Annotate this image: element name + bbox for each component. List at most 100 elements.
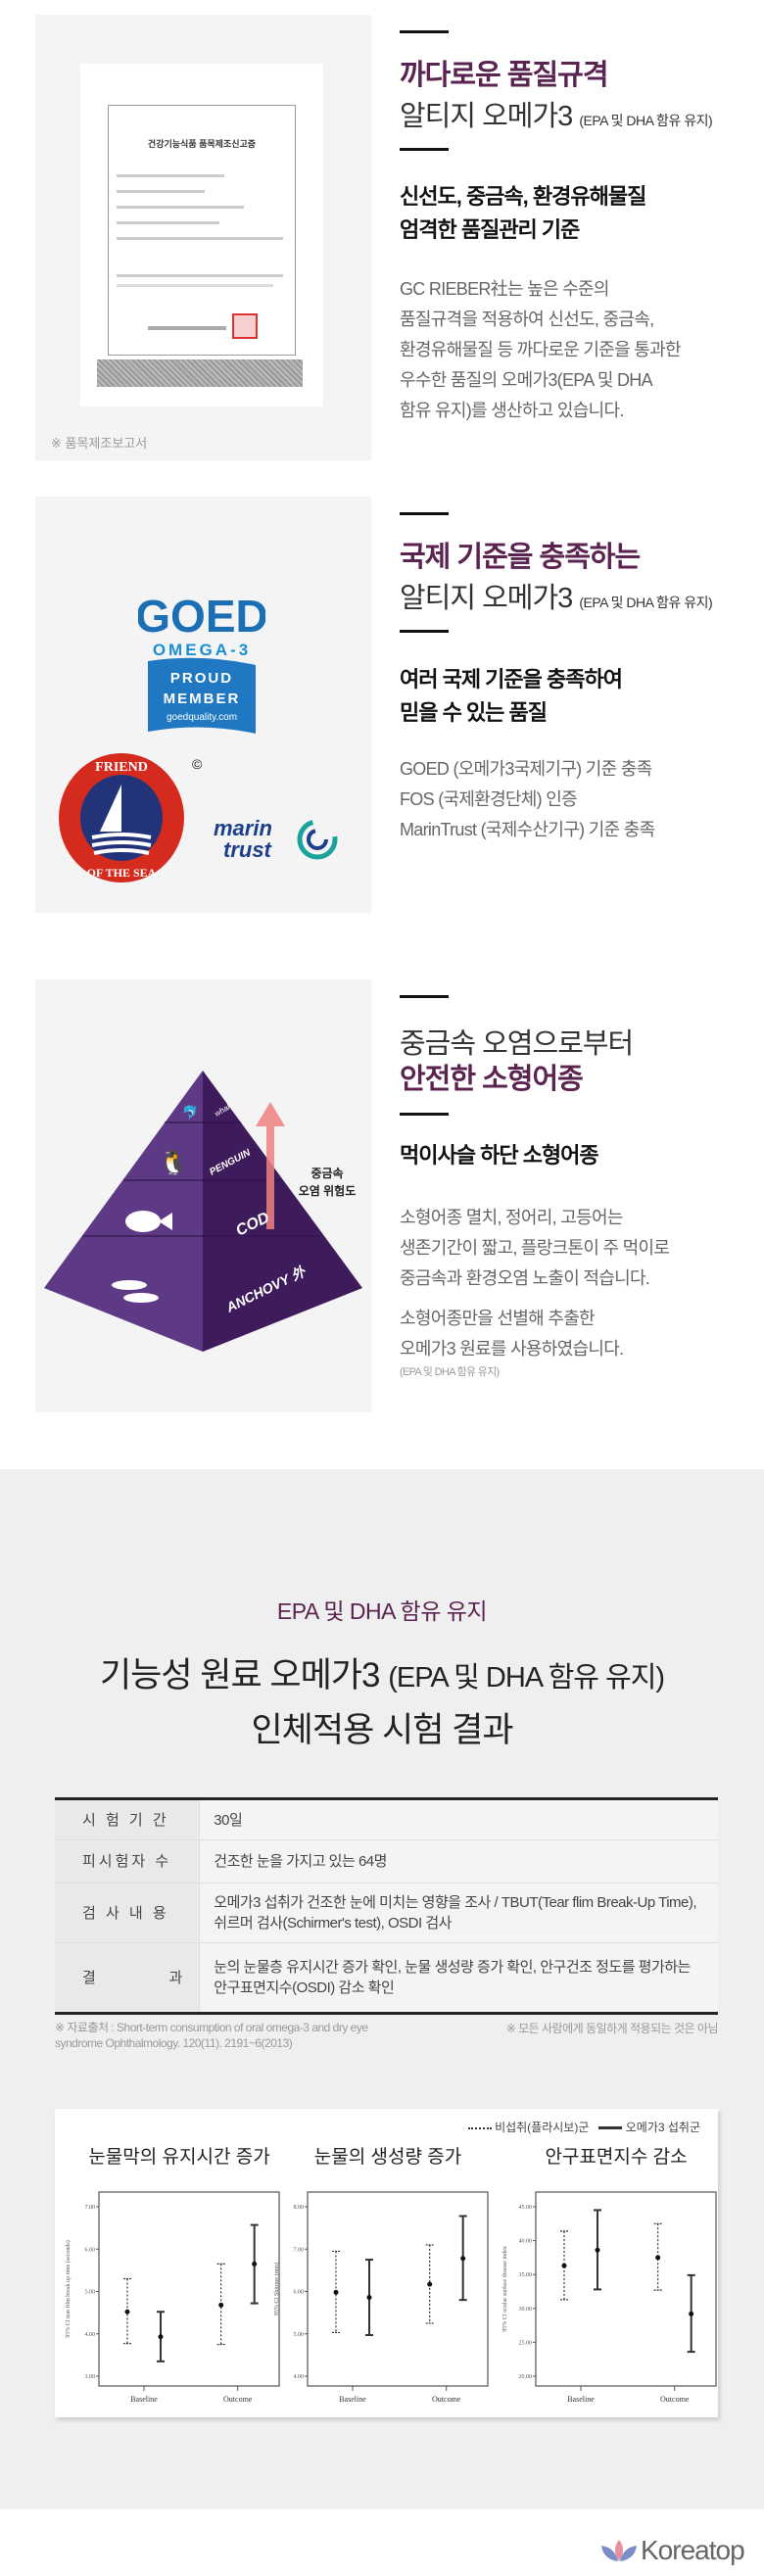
goed-flag bbox=[148, 657, 256, 734]
y-tick-label: 8.00 bbox=[294, 2205, 305, 2211]
fish-icon bbox=[125, 1211, 161, 1232]
certificate-frame: 건강기능식품 품목제조신고증 bbox=[108, 105, 296, 356]
pyramid-left-face bbox=[44, 1071, 203, 1352]
chart-title: 눈물의 생성량 증가 bbox=[314, 2146, 461, 2168]
certificate-title: 건강기능식품 품목제조신고증 bbox=[147, 139, 257, 149]
anchovy-icon bbox=[112, 1280, 147, 1290]
body-line: 환경유해물질 등 까다로운 기준을 통과한 bbox=[400, 340, 682, 359]
heading-line: 여러 국제 기준을 충족하여 bbox=[400, 667, 623, 692]
body-note: (EPA 및 DHA 함유 유지) bbox=[400, 1366, 500, 1378]
section3-body: 소형어종 멸치, 정어리, 고등어는 생존기간이 짧고, 플랑크톤이 주 먹이로… bbox=[400, 1203, 670, 1380]
y-tick-label: 5.00 bbox=[85, 2290, 96, 2296]
body-line: 품질규격을 적용하여 신선도, 중금속, bbox=[400, 310, 654, 329]
doc-line bbox=[117, 221, 219, 224]
mean-point bbox=[333, 2289, 339, 2295]
heading-line: 신선도, 중금속, 환경유해물질 bbox=[400, 184, 646, 209]
body-line: 소형어종 멸치, 정어리, 고등어는 bbox=[400, 1208, 623, 1227]
divider bbox=[400, 30, 449, 33]
trial-title-text: 기능성 원료 오메가3 bbox=[99, 1656, 381, 1694]
divider bbox=[400, 512, 449, 515]
goed-flag-text: goedquality.com bbox=[167, 712, 237, 723]
x-tick-label: Outcome bbox=[223, 2395, 253, 2404]
disclaimer-note: ※ 모든 사람에게 동일하게 적용되는 것은 아님 bbox=[505, 2022, 719, 2035]
row-value: 눈의 눈물층 유지시간 증가 확인, 눈물 생성량 증가 확인, 안구건조 정도… bbox=[199, 1942, 718, 2014]
mean-point bbox=[158, 2334, 164, 2340]
doc-line bbox=[117, 190, 205, 193]
body-line: MarinTrust (국제수산기구) 기준 충족 bbox=[400, 820, 655, 839]
legend-dotted-swatch bbox=[467, 2126, 492, 2129]
y-tick-label: 6.00 bbox=[85, 2247, 96, 2253]
plot-frame bbox=[535, 2191, 717, 2387]
goed-logo-text: GOED bbox=[138, 591, 265, 642]
plot-frame bbox=[307, 2191, 489, 2387]
x-tick-label: Baseline bbox=[339, 2395, 366, 2404]
section2-title: 알티지 오메가3 (EPA 및 DHA 함유 유지) bbox=[400, 575, 713, 616]
trial-title-suffix: (EPA 및 DHA 함유 유지) bbox=[388, 1662, 665, 1693]
section2-title-accent: 국제 기준을 충족하는 bbox=[400, 542, 641, 573]
chart-title: 안구표면지수 감소 bbox=[545, 2146, 687, 2168]
y-tick-label: 25.00 bbox=[519, 2340, 533, 2346]
y-tick-label: 5.00 bbox=[294, 2332, 305, 2338]
x-tick-label: Baseline bbox=[567, 2395, 595, 2404]
doc-issuer bbox=[148, 326, 226, 330]
legend-omega3: 오메가3 섭취군 bbox=[625, 2121, 700, 2134]
section1-title: 알티지 오메가3 (EPA 및 DHA 함유 유지) bbox=[400, 93, 713, 134]
source-note: ※ 자료출처 : Short-term consumption of oral … bbox=[55, 2021, 368, 2050]
row-label: 결 과 bbox=[55, 1942, 201, 2014]
goed-logo: GOED OMEGA-3 PROUD MEMBER goedquality.co… bbox=[138, 591, 265, 734]
chart-title: 눈물막의 유지시간 증가 bbox=[88, 2146, 269, 2168]
trial-subtitle: EPA 및 DHA 함유 유지 bbox=[276, 1598, 488, 1624]
fos-bottom-text: OF THE SEA bbox=[87, 866, 157, 880]
goed-omega-text: OMEGA-3 bbox=[153, 641, 251, 659]
x-tick-label: Baseline bbox=[130, 2395, 158, 2404]
food-chain-panel: 중금속 오염 위험도 🐬 whale 🐧 PENGUIN COD ANCHOVY… bbox=[35, 979, 371, 1412]
chart-legend: 비섭취(플라시보)군 오메가3 섭취군 bbox=[467, 2119, 700, 2135]
certificate-caption: ※ 품목제조보고서 bbox=[51, 436, 148, 451]
row-label: 검 사 내 용 bbox=[55, 1883, 201, 1943]
divider bbox=[400, 148, 449, 151]
pyramid-right-face bbox=[203, 1071, 362, 1352]
marintrust-text: marin bbox=[214, 816, 272, 840]
fos-top-text: FRIEND bbox=[95, 760, 148, 775]
row-value: 오메가3 섭취가 건조한 눈에 미치는 영향을 조사 / TBUT(Tear f… bbox=[199, 1883, 718, 1943]
row-value: 30일 bbox=[199, 1798, 718, 1840]
section1-title-accent: 까다로운 품질규격 bbox=[400, 60, 608, 91]
doc-line bbox=[117, 284, 273, 287]
heading-line: 엄격한 품질관리 기준 bbox=[400, 217, 580, 242]
section1-body: GC RIEBER社는 높은 수준의 품질규격을 적용하여 신선도, 중금속, … bbox=[400, 274, 682, 426]
x-tick-label: Outcome bbox=[432, 2395, 461, 2404]
y-tick-label: 4.00 bbox=[85, 2332, 96, 2338]
row-value: 건조한 눈을 가지고 있는 64명 bbox=[199, 1839, 718, 1884]
divider bbox=[400, 630, 449, 633]
divider bbox=[400, 995, 449, 998]
arrow-label: 중금속 bbox=[310, 1167, 343, 1180]
mean-point bbox=[427, 2281, 433, 2287]
y-tick-label: 20.00 bbox=[519, 2374, 533, 2380]
body-line: 소형어종만을 선별해 추출한 bbox=[400, 1309, 596, 1328]
body-line: 중금속과 환경오염 노출이 적습니다. bbox=[400, 1268, 650, 1288]
doc-line bbox=[117, 174, 224, 177]
koreatop-logo: Koreatop bbox=[597, 2535, 745, 2566]
marintrust-text: trust bbox=[223, 837, 273, 862]
copyright-icon: © bbox=[192, 756, 203, 772]
y-tick-label: 40.00 bbox=[519, 2239, 533, 2245]
y-tick-label: 6.00 bbox=[294, 2290, 305, 2296]
y-axis-label: 95% CI tear film break up time (seconds) bbox=[65, 2240, 72, 2337]
y-tick-label: 30.00 bbox=[519, 2307, 533, 2313]
mean-point bbox=[655, 2255, 661, 2261]
mean-point bbox=[689, 2311, 694, 2316]
goed-flag-text: PROUD bbox=[170, 670, 233, 687]
risk-arrow-icon bbox=[256, 1102, 285, 1229]
body-line: 우수한 품질의 오메가3(EPA 및 DHA bbox=[400, 370, 653, 390]
doc-line bbox=[117, 206, 244, 209]
heading-line: 믿을 수 있는 품질 bbox=[400, 700, 548, 725]
mean-point bbox=[252, 2261, 258, 2266]
body-line: FOS (국제환경단체) 인증 bbox=[400, 789, 578, 809]
goed-flag-text: MEMBER bbox=[164, 691, 241, 707]
arrow-label: 오염 위험도 bbox=[299, 1183, 357, 1198]
